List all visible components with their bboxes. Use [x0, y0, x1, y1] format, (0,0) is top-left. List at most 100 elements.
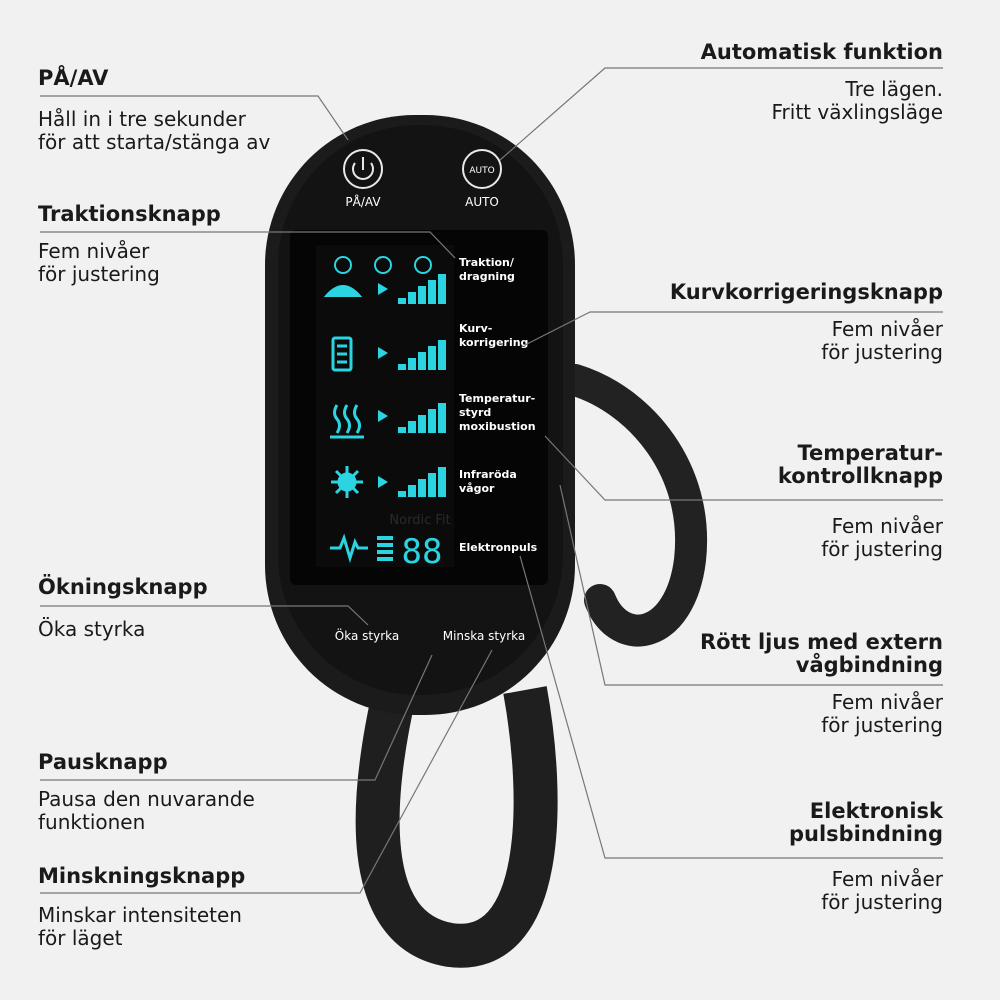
mode-label-pulse: Elektronpuls	[459, 541, 538, 554]
increase-button[interactable]: Öka styrka	[335, 627, 399, 643]
sun-icon	[331, 466, 363, 498]
arrow-icon	[378, 476, 388, 488]
level-bar	[408, 485, 416, 497]
callout-curve-desc: Fem nivåer för justering	[821, 318, 943, 364]
arrow-icon	[378, 410, 388, 422]
callout-title-line: kontrollknapp	[777, 464, 943, 488]
callout-power-title: PÅ/AV	[38, 66, 109, 90]
callout-line: Fem nivåer	[831, 690, 943, 714]
auto-button-label: AUTO	[465, 195, 499, 209]
level-bar	[418, 479, 426, 497]
decrease-button[interactable]: Minska styrka	[443, 629, 526, 643]
callout-line: Fem nivåer	[831, 317, 943, 341]
callout-redlight-desc: Fem nivåer för justering	[821, 691, 943, 737]
callout-decrease-title: Minskningsknapp	[38, 864, 246, 888]
watermark: Nordic Fit	[389, 513, 450, 528]
callout-title-line: pulsbindning	[788, 822, 943, 846]
level-bar	[438, 274, 446, 304]
level-bar	[428, 409, 436, 433]
level-indicator	[398, 340, 446, 370]
callout-pulse-title: Elektronisk pulsbindning	[789, 800, 943, 846]
power-button-label: PÅ/AV	[345, 194, 381, 209]
power-button[interactable]	[343, 149, 383, 189]
level-bar	[408, 358, 416, 370]
callout-line: för justering	[821, 340, 943, 364]
arrow-icon	[378, 283, 388, 295]
auto-icon: AUTO	[469, 166, 494, 176]
callout-line: för justering	[38, 262, 160, 286]
strap	[559, 364, 708, 647]
callout-temperature-title: Temperatur- kontrollknapp	[778, 442, 943, 488]
callout-title-line: Elektronisk	[809, 799, 943, 823]
callout-title-line: Rött ljus med extern	[700, 630, 943, 654]
power-icon	[352, 162, 374, 180]
callout-line: Fem nivåer	[831, 867, 943, 891]
callout-title-line: vågbindning	[795, 653, 943, 677]
level-bar	[418, 286, 426, 304]
level-bar	[398, 427, 406, 433]
callout-line: Pausa den nuvarande	[38, 787, 255, 811]
callout-line: Tre lägen.	[845, 77, 943, 101]
level-bar	[408, 421, 416, 433]
mode-label-infrared: Infraröda vågor	[459, 468, 521, 495]
callout-line: Fem nivåer	[831, 514, 943, 538]
traction-icon	[323, 256, 432, 297]
callout-curve-title: Kurvkorrigeringsknapp	[670, 281, 943, 304]
level-bar	[428, 280, 436, 304]
callout-lines	[40, 67, 943, 894]
pulse-icon	[330, 533, 368, 564]
callout-line: för läget	[38, 926, 123, 950]
callout-auto-title: Automatisk funktion	[701, 41, 943, 64]
callout-line: Håll in i tre sekunder	[38, 107, 246, 131]
callout-pause-title: Pausknapp	[38, 750, 168, 774]
level-bar	[428, 473, 436, 497]
callout-line: Fritt växlingsläge	[771, 100, 943, 124]
pulse-level-bars	[377, 536, 393, 561]
level-bar	[428, 346, 436, 370]
callout-line: för justering	[821, 537, 943, 561]
callout-power-desc: Håll in i tre sekunder för att starta/st…	[38, 108, 270, 154]
callout-decrease-desc: Minskar intensiteten för läget	[38, 904, 242, 950]
mode-label-traction: Traktion/ dragning	[459, 256, 518, 283]
callout-line: för att starta/stänga av	[38, 130, 271, 154]
level-bar	[398, 491, 406, 497]
callout-pulse-desc: Fem nivåer för justering	[821, 868, 943, 914]
callout-line: för justering	[821, 890, 943, 914]
mode-label-curve: Kurv- korrigering	[459, 322, 528, 349]
level-bar	[398, 364, 406, 370]
spine-icon	[331, 336, 353, 372]
callout-line: Fem nivåer	[38, 239, 150, 263]
callout-auto-desc: Tre lägen. Fritt växlingsläge	[771, 78, 943, 124]
callout-pause-desc: Pausa den nuvarande funktionen	[38, 788, 255, 834]
callout-traction-title: Traktionsknapp	[38, 202, 221, 226]
callout-line: för justering	[821, 713, 943, 737]
callout-temperature-desc: Fem nivåer för justering	[821, 515, 943, 561]
callout-traction-desc: Fem nivåer för justering	[38, 240, 160, 286]
level-bar	[408, 292, 416, 304]
callout-title-line: Temperatur-	[797, 441, 943, 465]
callout-line: Minskar intensiteten	[38, 903, 242, 927]
callout-increase-title: Ökningsknapp	[38, 575, 208, 599]
level-bar	[418, 415, 426, 433]
callout-title-line: Automatisk funktion	[700, 40, 943, 64]
level-indicator	[398, 403, 446, 433]
callout-redlight-title: Rött ljus med extern vågbindning	[700, 631, 943, 677]
level-bar	[438, 403, 446, 433]
callout-line: funktionen	[38, 810, 146, 834]
level-bar	[398, 298, 406, 304]
loop-strap	[355, 685, 558, 968]
digit-display: 88	[402, 532, 443, 572]
level-bar	[418, 352, 426, 370]
callout-line: Öka styrka	[38, 617, 146, 641]
level-bar	[438, 467, 446, 497]
mode-label-temperature: Temperatur- styrd moxibustion	[459, 392, 539, 433]
level-bar	[438, 340, 446, 370]
level-indicator	[398, 274, 446, 304]
level-indicator	[398, 467, 446, 497]
arrow-icon	[378, 347, 388, 359]
callout-title-line: Kurvkorrigeringsknapp	[669, 280, 943, 304]
callout-increase-desc: Öka styrka	[38, 618, 145, 641]
heat-icon	[330, 404, 364, 439]
auto-button[interactable]: AUTO	[462, 149, 502, 189]
